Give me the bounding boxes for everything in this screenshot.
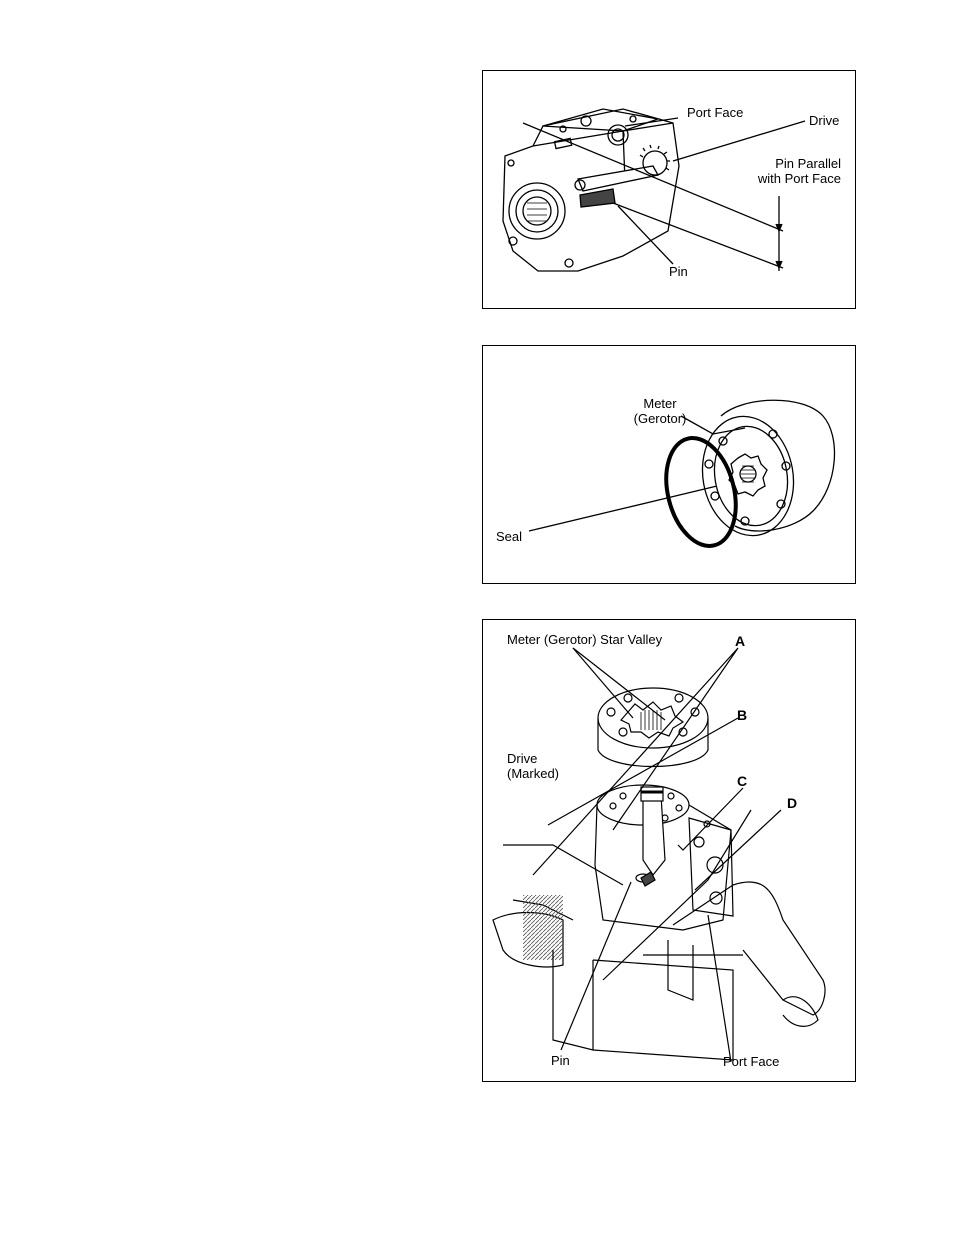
label-c: C — [737, 774, 747, 789]
label-pin-parallel-line1: Pin Parallel — [741, 156, 841, 171]
label-drive-line1: Drive — [507, 751, 559, 766]
illustration-gerotor-assembly — [483, 620, 857, 1083]
label-drive-marked: Drive (Marked) — [507, 751, 559, 781]
label-drive-line2: (Marked) — [507, 766, 559, 781]
figure-meter-seal: Meter (Gerotor) Seal — [482, 345, 856, 584]
illustration-gerotor-seal — [483, 346, 857, 585]
label-pin: Pin — [669, 264, 688, 279]
label-a: A — [735, 634, 745, 649]
label-meter-line2: (Gerotor) — [614, 411, 706, 426]
label-seal: Seal — [496, 529, 522, 544]
figure-star-valley-alignment: Meter (Gerotor) Star Valley A B Drive (M… — [482, 619, 856, 1082]
label-star-valley: Meter (Gerotor) Star Valley — [507, 632, 662, 647]
label-pin-parallel-line2: with Port Face — [741, 171, 841, 186]
label-drive: Drive — [809, 113, 839, 128]
label-meter-line1: Meter — [614, 396, 706, 411]
label-meter-gerotor: Meter (Gerotor) — [614, 396, 706, 426]
label-pin: Pin — [551, 1053, 570, 1068]
label-port-face: Port Face — [723, 1054, 779, 1069]
label-b: B — [737, 708, 747, 723]
figure-pin-parallel: Port Face Drive Pin Parallel with Port F… — [482, 70, 856, 309]
label-d: D — [787, 796, 797, 811]
label-pin-parallel: Pin Parallel with Port Face — [741, 156, 841, 186]
label-port-face: Port Face — [687, 105, 743, 120]
